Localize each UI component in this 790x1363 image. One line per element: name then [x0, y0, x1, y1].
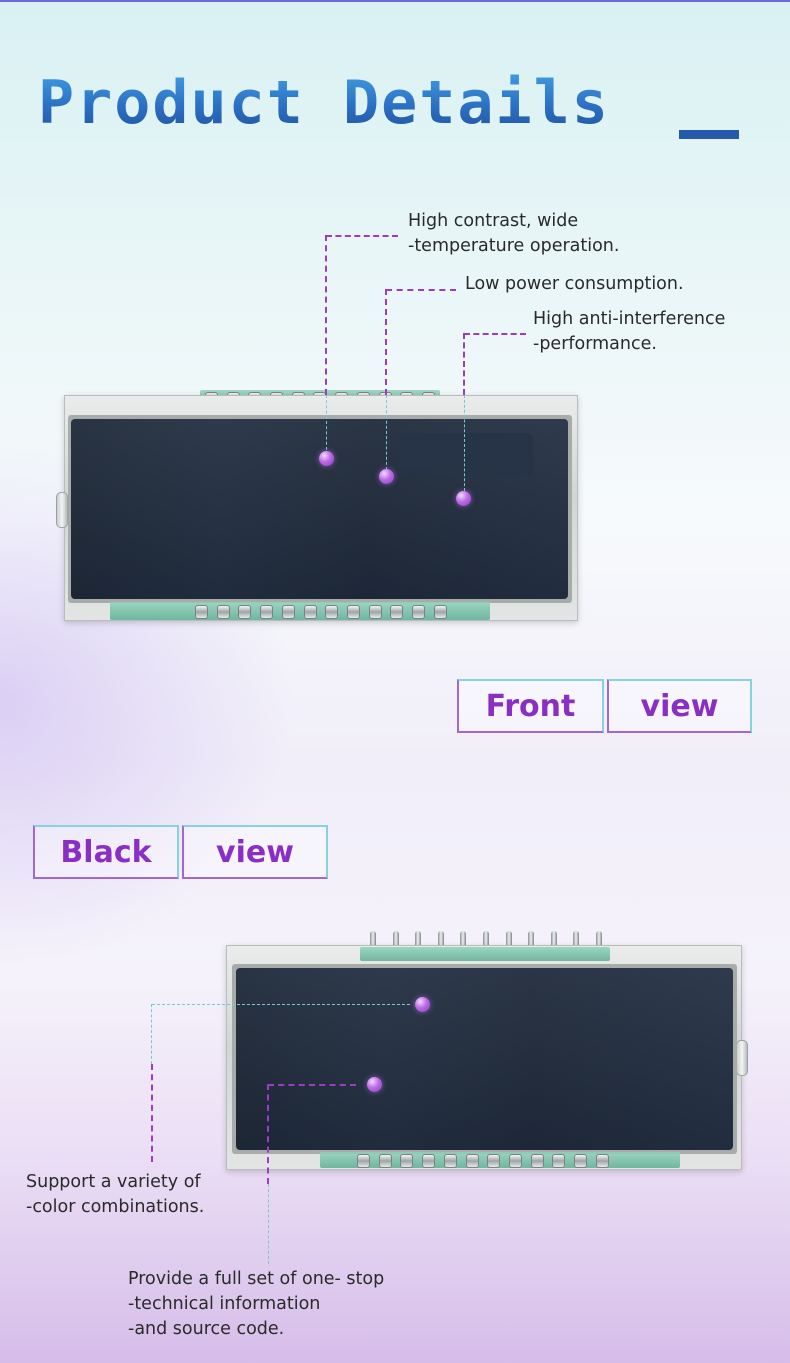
pin — [392, 931, 399, 953]
callout-text-line: -temperature operation. — [408, 236, 620, 256]
back-lcd-module — [226, 930, 748, 1170]
callout-line-2-v — [385, 289, 387, 395]
pin — [390, 605, 404, 619]
black-view-label-word1: Black — [33, 825, 179, 879]
callout-text-1: High contrast, wide -temperature operati… — [408, 209, 619, 259]
pin — [415, 931, 422, 953]
callout-line-5-v-lower — [268, 1184, 269, 1264]
pin — [595, 931, 602, 953]
back-lcd-screen — [236, 968, 733, 1150]
pin — [595, 1154, 609, 1168]
pin — [281, 605, 295, 619]
pin — [550, 931, 557, 953]
front-view-label: Front view — [457, 679, 752, 733]
pin — [573, 931, 580, 953]
pin — [412, 605, 426, 619]
front-lcd-module — [0, 0, 790, 660]
pin — [195, 605, 208, 619]
callout-text-3: High anti-interference -performance. — [533, 307, 725, 357]
pin — [528, 931, 535, 953]
callout-text-4: Support a variety of -color combinations… — [26, 1170, 204, 1220]
pin — [368, 605, 382, 619]
callout-dot-2 — [379, 469, 394, 484]
callout-dot-1 — [319, 451, 334, 466]
callout-dot-5 — [367, 1077, 382, 1092]
pin — [422, 1154, 436, 1168]
pin — [347, 605, 361, 619]
pin — [370, 931, 376, 953]
callout-line-5-h — [268, 1084, 356, 1086]
pin — [482, 931, 489, 953]
callout-text-line: High anti-interference — [533, 309, 726, 329]
callout-line-1-v-lower — [326, 395, 327, 450]
pin — [509, 1154, 523, 1168]
pin — [238, 605, 252, 619]
pin — [505, 931, 512, 953]
callout-text-line: Low power consumption. — [465, 274, 684, 294]
pin — [303, 605, 317, 619]
pin — [325, 605, 339, 619]
callout-line-3-v-lower — [464, 395, 465, 491]
callout-dot-3 — [456, 491, 471, 506]
callout-text-line: High contrast, wide — [408, 211, 579, 231]
black-view-label-word2: view — [182, 825, 328, 879]
callout-line-4-v — [151, 1004, 152, 1064]
front-view-label-word1: Front — [457, 679, 604, 733]
pin — [260, 605, 274, 619]
page-title: Product Details — [38, 68, 610, 138]
callout-line-4-v-lower — [151, 1064, 153, 1162]
pin — [487, 1154, 501, 1168]
pin — [378, 1154, 392, 1168]
pin — [433, 605, 447, 619]
back-top-pad — [360, 947, 610, 961]
callout-text-line: -technical information — [128, 1294, 321, 1314]
back-bottom-pins — [357, 1154, 609, 1168]
callout-line-3-v — [463, 333, 465, 395]
callout-line-2-v-lower — [386, 395, 387, 470]
back-side-cap — [736, 1040, 748, 1076]
pin — [460, 931, 467, 953]
pin — [443, 1154, 457, 1168]
title-underline-bar — [679, 130, 739, 139]
back-top-tall-pins — [370, 930, 602, 954]
callout-line-2-h — [386, 289, 456, 291]
pin — [574, 1154, 588, 1168]
callout-text-5: Provide a full set of one- stop -technic… — [128, 1267, 384, 1342]
pin — [216, 605, 230, 619]
black-view-label: Black view — [33, 825, 328, 879]
front-inner-segment — [398, 433, 533, 477]
callout-line-4-h — [152, 1004, 410, 1005]
pin — [465, 1154, 479, 1168]
top-accent-line — [0, 0, 790, 2]
front-bottom-pins — [195, 604, 447, 620]
pin — [530, 1154, 544, 1168]
callout-text-line: -and source code. — [128, 1319, 285, 1339]
callout-text-line: -color combinations. — [26, 1197, 205, 1217]
callout-text-2: Low power consumption. — [465, 272, 684, 297]
pin — [437, 931, 444, 953]
pin — [357, 1154, 370, 1168]
callout-dot-4 — [415, 997, 430, 1012]
pin — [552, 1154, 566, 1168]
callout-text-line: Provide a full set of one- stop — [128, 1269, 385, 1289]
callout-line-5-v — [267, 1084, 269, 1184]
callout-text-line: -performance. — [533, 334, 657, 354]
front-view-label-word2: view — [607, 679, 752, 733]
callout-text-line: Support a variety of — [26, 1172, 201, 1192]
callout-line-1-v — [325, 235, 327, 395]
callout-line-3-h — [464, 333, 526, 335]
front-side-cap — [56, 492, 68, 528]
callout-line-1-h — [326, 235, 398, 237]
pin — [400, 1154, 414, 1168]
